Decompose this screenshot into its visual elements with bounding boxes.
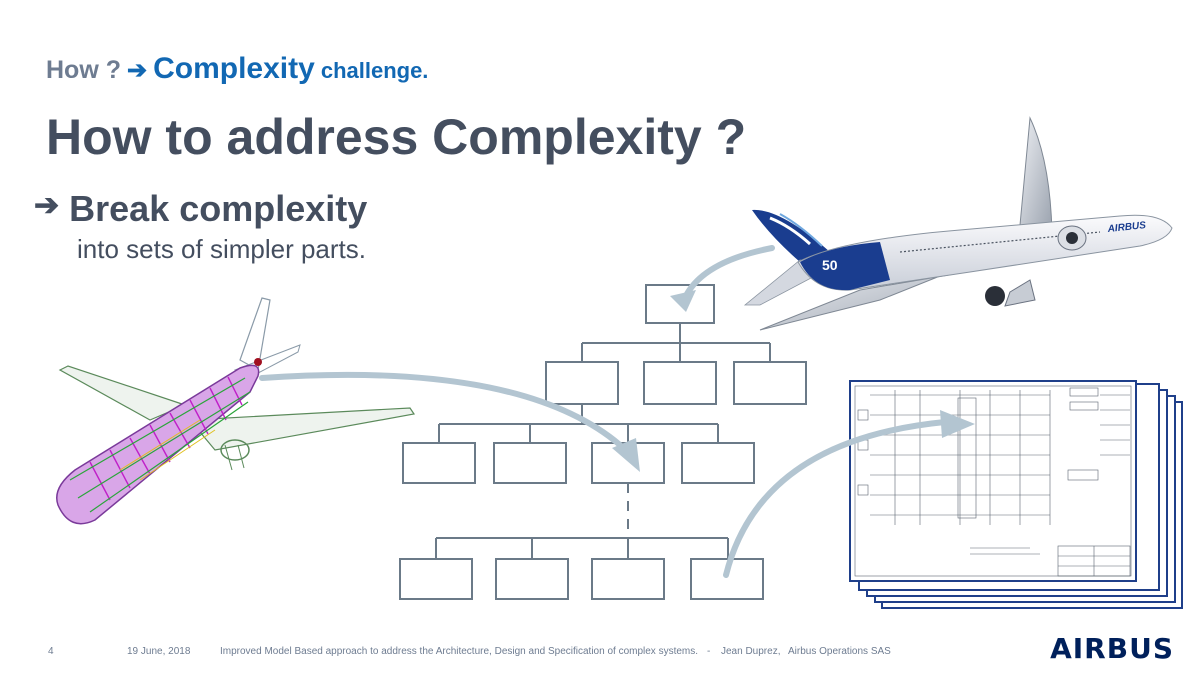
bullet: ➔ Break complexity — [34, 188, 367, 230]
slide-title: How to address Complexity ? — [46, 109, 747, 165]
arrow-node-to-schematic — [723, 419, 948, 578]
hierarchy-tree — [399, 284, 807, 600]
tree-connector-level1 — [438, 404, 719, 443]
tree-level2-box-2 — [493, 442, 567, 484]
footer: 4 19 June, 2018 Improved Model Based app… — [0, 643, 1200, 665]
tree-connector-level3 — [435, 537, 729, 559]
tree-level1-box-3 — [733, 361, 807, 405]
curved-arrow-heads — [612, 290, 975, 472]
kicker-how: How ? — [46, 56, 121, 84]
airbus-logo: AIRBUS — [1050, 632, 1174, 665]
aircraft-livery-text: AIRBUS — [1106, 220, 1147, 235]
svg-text:50: 50 — [822, 257, 838, 273]
footer-page-number: 4 — [48, 646, 54, 657]
kicker-arrow-icon: ➔ — [127, 57, 148, 84]
tree-level1-box-1 — [545, 361, 619, 405]
arrowhead-root — [670, 290, 696, 312]
wireframe-aircraft-image — [56, 297, 416, 525]
footer-author: Jean Duprez, — [721, 646, 781, 657]
arrowhead-schematic — [940, 410, 975, 438]
bullet-sub: into sets of simpler parts. — [77, 234, 366, 264]
tree-connector-root — [581, 323, 771, 362]
footer-description: Improved Model Based approach to address… — [220, 646, 699, 657]
tree-level3-box-3 — [591, 558, 665, 600]
arrowhead-wireframe-node — [612, 438, 640, 472]
arrow-aircraft-to-root — [681, 245, 775, 303]
schematic-documents-image — [849, 380, 1183, 609]
tree-level3-box-1 — [399, 558, 473, 600]
schematic-front-sheet — [849, 380, 1137, 582]
tree-level3-box-4 — [690, 558, 764, 600]
footer-separator: - — [707, 646, 711, 657]
footer-company: Airbus Operations SAS — [788, 646, 891, 657]
bullet-arrow-icon: ➔ — [34, 189, 60, 222]
kicker-highlight: Complexity — [153, 52, 315, 85]
tree-level2-box-1 — [402, 442, 476, 484]
kicker: How ? ➔ Complexity challenge. — [46, 52, 428, 92]
footer-date: 19 June, 2018 — [127, 646, 191, 657]
arrow-wireframe-to-node — [259, 371, 623, 448]
aircraft-photo-image: 50 AIRBUS — [743, 116, 1173, 331]
bullet-main: Break complexity — [69, 188, 368, 229]
kicker-rest: challenge. — [320, 58, 429, 83]
tree-level2-box-4 — [681, 442, 755, 484]
tree-level3-box-2 — [495, 558, 569, 600]
tree-level1-box-2 — [643, 361, 717, 405]
